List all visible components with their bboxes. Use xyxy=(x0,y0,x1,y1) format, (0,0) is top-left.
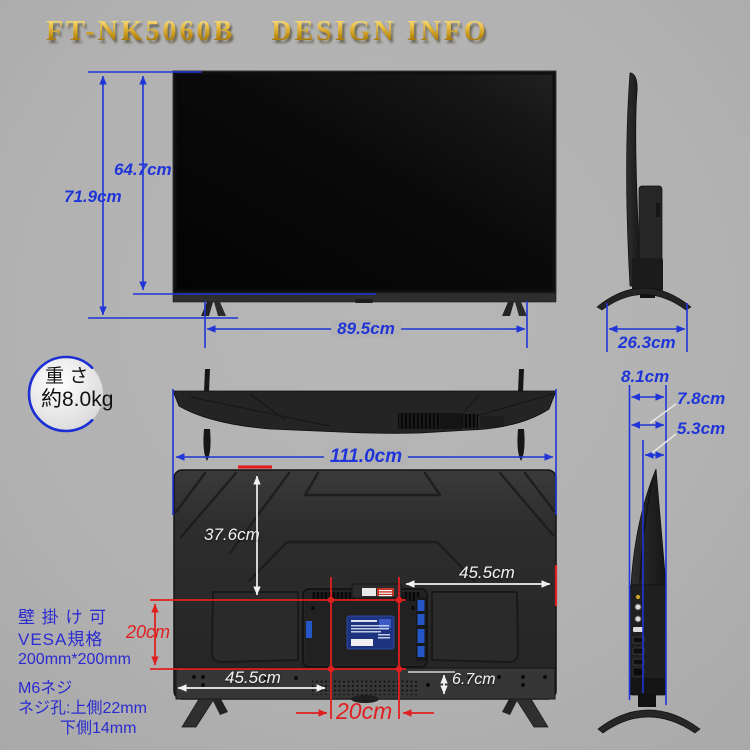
tv-top-view xyxy=(172,369,557,461)
red-vesa-dots xyxy=(327,596,403,673)
wall-mount-note-line2: VESA規格 xyxy=(18,630,104,649)
dim-vesa-height: 20cm xyxy=(126,622,171,642)
white-dimension-lines xyxy=(177,475,551,695)
wall-mount-note-line1: 壁 掛 け 可 xyxy=(18,608,108,627)
dim-depth-body: 7.8cm xyxy=(677,389,726,408)
dim-stand-width: 89.5cm xyxy=(331,320,401,337)
tv-side-view-bottom xyxy=(597,468,701,734)
dim-vesa-left-offset: 45.5cm xyxy=(225,668,281,687)
tv-front-view xyxy=(172,70,557,316)
title-label: DESIGN INFO xyxy=(271,16,489,47)
dim-total-height: 71.9cm xyxy=(64,187,122,206)
dim-total-width: 111.0cm xyxy=(323,447,409,466)
screw-note-line1: M6ネジ xyxy=(18,680,73,697)
dim-depth-total: 8.1cm xyxy=(621,367,670,386)
weight-badge-circle xyxy=(27,355,103,433)
tv-side-view-top xyxy=(596,72,692,311)
dim-stand-depth: 26.3cm xyxy=(618,333,676,352)
page-title: FT-NK5060B DESIGN INFO xyxy=(46,16,489,48)
dim-vesa-top-offset: 37.6cm xyxy=(204,525,260,544)
weight-badge-value: 約8.0kg xyxy=(41,388,114,411)
screw-note-line2: ネジ孔:上側22mm xyxy=(18,700,147,717)
screw-note-line3: 下側14mm xyxy=(60,720,137,737)
dim-panel-height: 64.7cm xyxy=(114,160,172,179)
dim-depth-panel: 5.3cm xyxy=(677,419,726,438)
wall-mount-note-line3: 200mm*200mm xyxy=(18,651,131,668)
dim-vesa-right-offset: 45.5cm xyxy=(459,563,515,582)
dim-bottom-section: 6.7cm xyxy=(452,671,496,688)
weight-badge-title: 重 さ xyxy=(45,366,89,387)
blue-dimension-lines xyxy=(88,71,688,705)
model-number: FT-NK5060B xyxy=(46,16,236,47)
dim-vesa-width: 20cm xyxy=(336,698,393,724)
leader-lines xyxy=(649,403,677,454)
tv-back-view xyxy=(173,469,557,728)
